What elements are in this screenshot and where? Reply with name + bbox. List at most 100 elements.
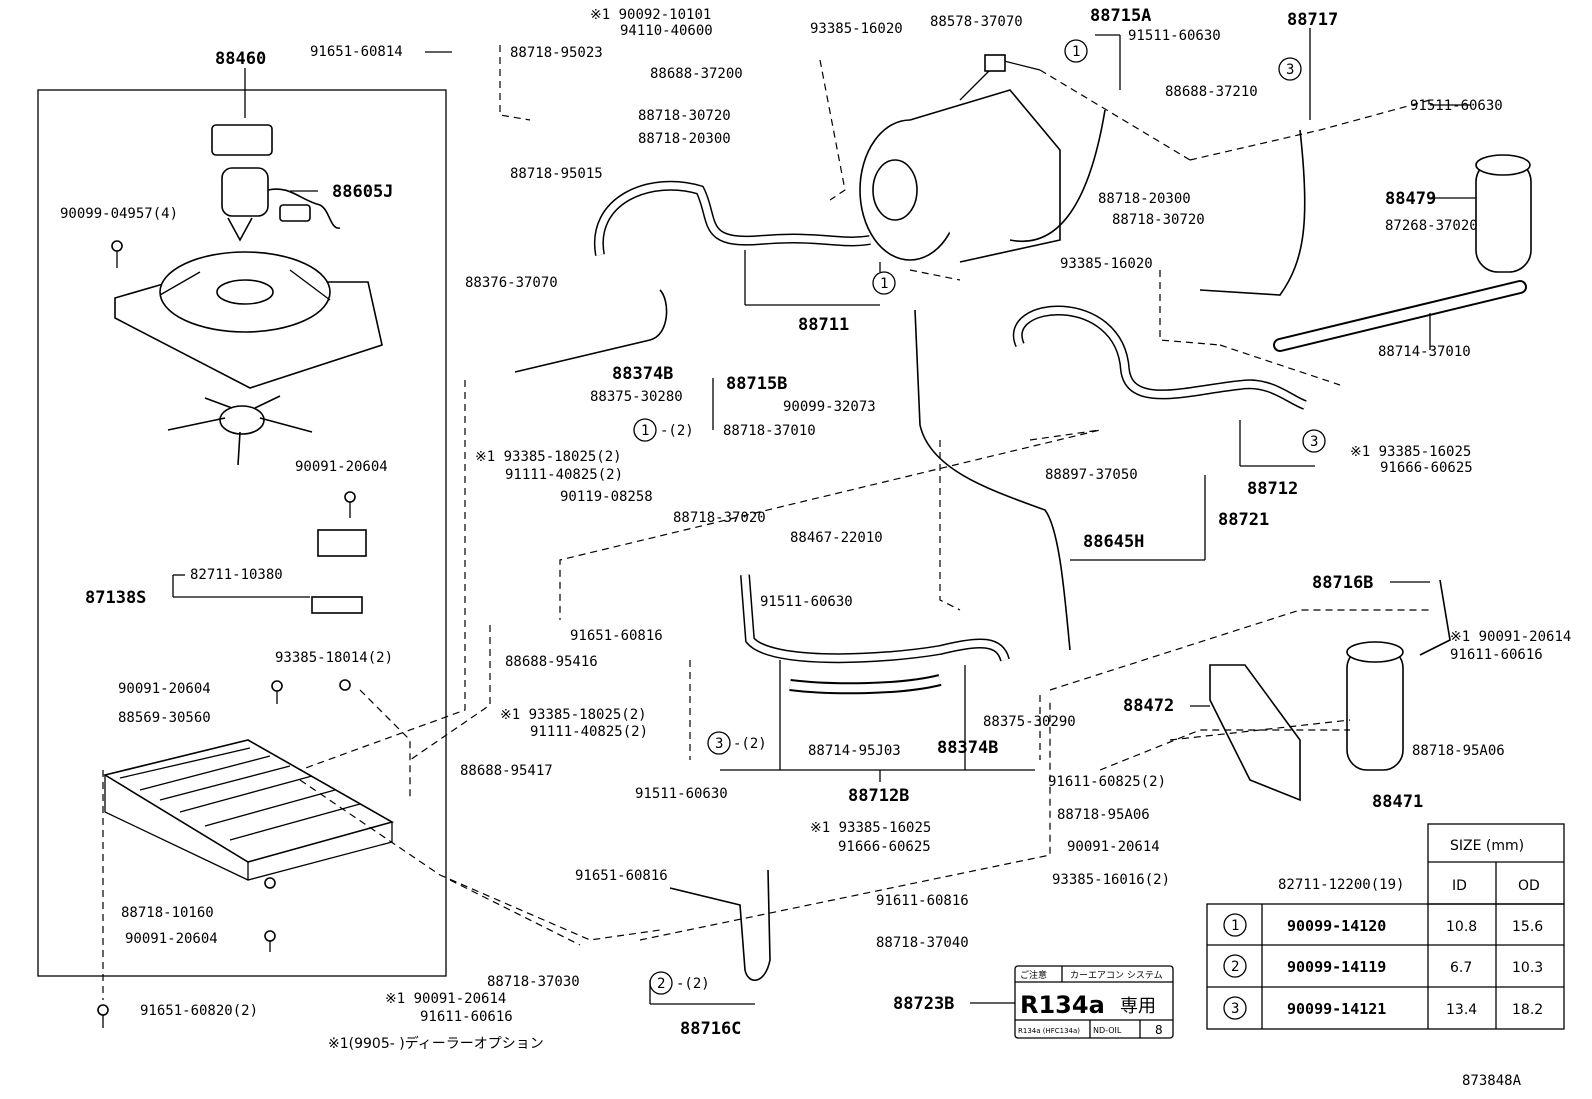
size-header: SIZE (mm) bbox=[1450, 838, 1524, 854]
callout-3-b: 3 bbox=[1310, 434, 1318, 450]
label-90091-20604-c: 90091-20604 bbox=[125, 931, 218, 947]
label-90091-20614-b: 90091-20614 bbox=[1067, 839, 1160, 855]
label-93385-16016: 93385-16016(2) bbox=[1052, 872, 1170, 888]
label-88460: 88460 bbox=[215, 49, 266, 69]
part-labels: 88460 91651-60814 ※1 90092-10101 94110-4… bbox=[60, 6, 1571, 1089]
label-88645h: 88645H bbox=[1083, 532, 1144, 552]
label-93385-16025-b: ※1 93385-16025 bbox=[810, 820, 931, 836]
label-90091-20604-b: 90091-20604 bbox=[118, 681, 211, 697]
table-row-1-od: 15.6 bbox=[1512, 919, 1543, 935]
label-90099-32073: 90099-32073 bbox=[783, 399, 876, 415]
label-91666-60625-b: 91666-60625 bbox=[838, 839, 931, 855]
label-90119-08258: 90119-08258 bbox=[560, 489, 653, 505]
label-88718-95015: 88718-95015 bbox=[510, 166, 603, 182]
table-row-1-part: 90099-14120 bbox=[1287, 917, 1386, 935]
label-91511-60630-a: 91511-60630 bbox=[1128, 28, 1221, 44]
label-88467-22010: 88467-22010 bbox=[790, 530, 883, 546]
callout-3-c: 3 bbox=[715, 736, 723, 752]
col-od: OD bbox=[1518, 878, 1540, 894]
label-93385-18014: 93385-18014(2) bbox=[275, 650, 393, 666]
table-row-3-no: 3 bbox=[1231, 1001, 1239, 1017]
label-88716c: 88716C bbox=[680, 1019, 741, 1039]
label-88688-95416: 88688-95416 bbox=[505, 654, 598, 670]
label-91651-60814: 91651-60814 bbox=[310, 44, 403, 60]
callout-1-b: 1 bbox=[880, 276, 888, 292]
relay-harness bbox=[311, 596, 363, 614]
label-88374b-a: 88374B bbox=[612, 364, 673, 384]
label-88897-37050: 88897-37050 bbox=[1045, 467, 1138, 483]
label-88718-37010: 88718-37010 bbox=[723, 423, 816, 439]
label-91511-60630-d: 91511-60630 bbox=[635, 786, 728, 802]
label-88472: 88472 bbox=[1123, 696, 1174, 716]
label-88715a: 88715A bbox=[1090, 6, 1151, 26]
label-88471: 88471 bbox=[1372, 792, 1423, 812]
label-91651-60820: 91651-60820(2) bbox=[140, 1003, 258, 1019]
label-88717: 88717 bbox=[1287, 10, 1338, 30]
bracket-88472 bbox=[1209, 664, 1301, 802]
label-88718-30720-b: 88718-30720 bbox=[1112, 212, 1205, 228]
label-88714-37010: 88714-37010 bbox=[1378, 344, 1471, 360]
drawing-number: 873848A bbox=[1462, 1073, 1522, 1089]
label-91511-60630-b: 91511-60630 bbox=[1410, 98, 1503, 114]
receiver-88471 bbox=[1346, 641, 1404, 771]
label-88375-30280: 88375-30280 bbox=[590, 389, 683, 405]
table-row-1-id: 10.8 bbox=[1446, 919, 1477, 935]
label-82711-12200: 82711-12200(19) bbox=[1278, 877, 1404, 893]
label-88712: 88712 bbox=[1247, 479, 1298, 499]
label-88374b-b: 88374B bbox=[937, 738, 998, 758]
label-93385-16020-a: 93385-16020 bbox=[810, 21, 903, 37]
size-table: SIZE (mm) ID OD 1 90099-14120 10.8 15.6 … bbox=[1206, 823, 1565, 1030]
table-row-1-no: 1 bbox=[1231, 918, 1239, 934]
callout-circles: 1 3 1 1 3 3 2 bbox=[633, 39, 1326, 995]
sticker-r134a: R134a bbox=[1020, 991, 1105, 1019]
label-91611-60616-b: 91611-60616 bbox=[420, 1009, 513, 1025]
condenser bbox=[102, 739, 395, 881]
fan-shroud bbox=[114, 251, 383, 389]
table-row-2-id: 6.7 bbox=[1450, 960, 1472, 976]
callout-1-a: 1 bbox=[1072, 44, 1080, 60]
label-88723b: 88723B bbox=[893, 994, 954, 1014]
label-91666-60625-a: 91666-60625 bbox=[1380, 460, 1473, 476]
label-90091-20604-a: 90091-20604 bbox=[295, 459, 388, 475]
label-90091-20614-c: ※1 90091-20614 bbox=[385, 991, 506, 1007]
sticker-num: 8 bbox=[1155, 1023, 1163, 1037]
leader-lines bbox=[172, 28, 1476, 1005]
callout-2-a: 2 bbox=[657, 976, 665, 992]
label-88712b: 88712B bbox=[848, 786, 909, 806]
footnote: ※1(9905- )ディーラーオプション bbox=[328, 1035, 544, 1052]
label-91111-40825-b: 91111-40825(2) bbox=[530, 724, 648, 740]
label-88718-30720-a: 88718-30720 bbox=[638, 108, 731, 124]
label-88718-20300-b: 88718-20300 bbox=[1098, 191, 1191, 207]
sticker-system: カーエアコン システム bbox=[1070, 970, 1163, 981]
table-row-3-od: 18.2 bbox=[1512, 1002, 1543, 1018]
table-row-3-part: 90099-14121 bbox=[1287, 1000, 1386, 1018]
col-id: ID bbox=[1452, 878, 1467, 894]
label-88688-37200: 88688-37200 bbox=[650, 66, 743, 82]
label-88375-30290: 88375-30290 bbox=[983, 714, 1076, 730]
label-88718-37030: 88718-37030 bbox=[487, 974, 580, 990]
assembly-box-88460 bbox=[37, 89, 447, 977]
label-87268-37020: 87268-37020 bbox=[1385, 218, 1478, 234]
label-88479: 88479 bbox=[1385, 189, 1436, 209]
label-88718-95a06-b: 88718-95A06 bbox=[1057, 807, 1150, 823]
label-94110-40600: 94110-40600 bbox=[620, 23, 713, 39]
label-93385-18025-b: ※1 93385-18025(2) bbox=[500, 707, 647, 723]
label-88376-37070: 88376-37070 bbox=[465, 275, 558, 291]
label-93385-16020-b: 93385-16020 bbox=[1060, 256, 1153, 272]
label-90091-20614-a: ※1 90091-20614 bbox=[1450, 629, 1571, 645]
sticker-oil: ND-OIL bbox=[1093, 1026, 1122, 1035]
label-91611-60825: 91611-60825(2) bbox=[1048, 774, 1166, 790]
label-91611-60816: 91611-60816 bbox=[876, 893, 969, 909]
relay-87138s bbox=[317, 529, 367, 557]
bolts-left bbox=[97, 240, 356, 1028]
label-88715b: 88715B bbox=[726, 374, 787, 394]
label-91611-60616-a: 91611-60616 bbox=[1450, 647, 1543, 663]
label-88578-37070: 88578-37070 bbox=[930, 14, 1023, 30]
label-88714-95j03: 88714-95J03 bbox=[808, 743, 901, 759]
label-88716b: 88716B bbox=[1312, 573, 1373, 593]
label-82711-10380: 82711-10380 bbox=[190, 567, 283, 583]
receiver-88479 bbox=[1475, 154, 1532, 273]
table-row-2-no: 2 bbox=[1231, 959, 1239, 975]
